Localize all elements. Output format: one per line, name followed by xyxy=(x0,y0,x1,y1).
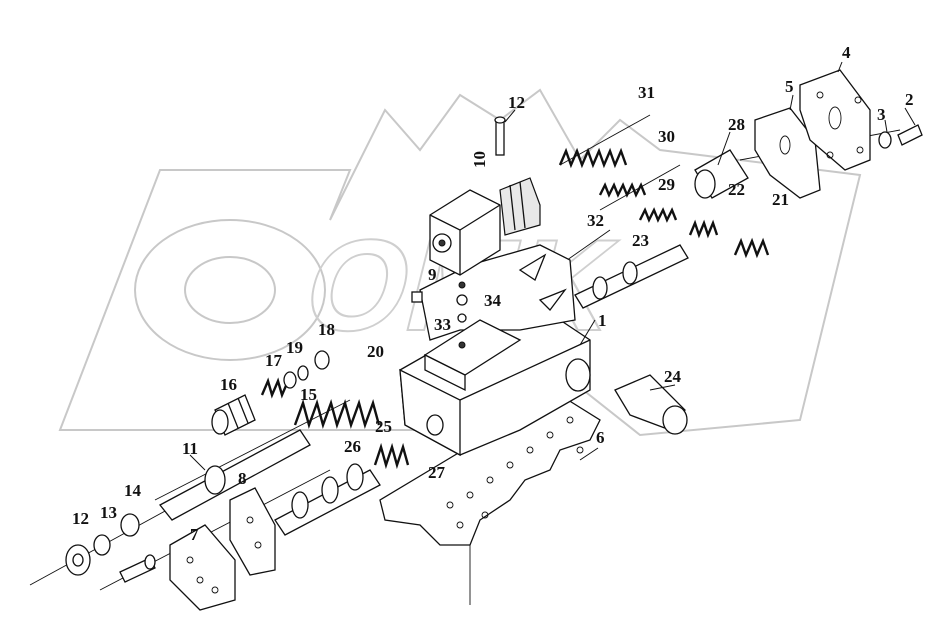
spring-25 xyxy=(373,442,410,470)
part-26-spool xyxy=(274,463,381,536)
label-2: 2 xyxy=(905,90,914,109)
label-22: 22 xyxy=(728,180,745,199)
label-24: 24 xyxy=(664,367,682,386)
spring-30 xyxy=(598,182,647,198)
label-19: 19 xyxy=(286,338,303,357)
part-23-spool xyxy=(574,244,689,309)
part-5-gasket xyxy=(754,107,821,199)
label-34: 34 xyxy=(484,291,502,310)
label-33: 33 xyxy=(434,315,451,334)
part-12-cap xyxy=(65,544,91,576)
label-10: 10 xyxy=(470,151,489,168)
part-3-washer xyxy=(878,131,892,149)
label-23: 23 xyxy=(632,231,649,250)
part-34-ball xyxy=(456,281,468,323)
label-27: 27 xyxy=(428,463,446,482)
part-bolt xyxy=(119,554,156,583)
spring-20 xyxy=(293,399,381,429)
label-31: 31 xyxy=(638,83,655,102)
part-9-plug xyxy=(411,291,423,303)
label-32: 32 xyxy=(587,211,604,230)
spring-21 xyxy=(733,237,770,259)
label-11: 11 xyxy=(182,439,198,458)
part-33-cover-plate xyxy=(423,319,522,392)
label-14: 14 xyxy=(124,481,142,500)
part-28-sleeve xyxy=(694,149,749,199)
label-17: 17 xyxy=(265,351,283,370)
spring-22 xyxy=(688,219,719,239)
label-15: 15 xyxy=(300,385,317,404)
part-8-gasket xyxy=(229,487,276,576)
part-24-plug xyxy=(614,374,688,435)
label-18: 18 xyxy=(318,320,335,339)
label-12-top: 12 xyxy=(508,93,525,112)
label-12-bottom: 12 xyxy=(72,509,89,528)
part-7-end-cover xyxy=(169,524,236,611)
part-12-top-screw xyxy=(494,116,506,156)
part-13-washer xyxy=(93,534,111,556)
label-21: 21 xyxy=(772,190,789,209)
label-5: 5 xyxy=(785,77,794,96)
part-14-washer xyxy=(120,513,140,537)
label-26: 26 xyxy=(344,437,361,456)
label-1: 1 xyxy=(598,311,607,330)
label-6: 6 xyxy=(596,428,605,447)
label-30: 30 xyxy=(658,127,675,146)
label-4: 4 xyxy=(842,43,851,62)
spring-29 xyxy=(638,207,678,223)
part-16-sleeve xyxy=(211,394,256,436)
label-3: 3 xyxy=(877,105,886,124)
label-20: 20 xyxy=(367,342,384,361)
label-7: 7 xyxy=(190,525,199,544)
part-10-solenoid xyxy=(429,177,541,276)
part-19-ring xyxy=(297,365,309,381)
part-2-bolt xyxy=(897,124,923,146)
label-28: 28 xyxy=(728,115,745,134)
label-29: 29 xyxy=(658,175,675,194)
part-15-washer xyxy=(283,371,297,389)
label-25: 25 xyxy=(375,417,392,436)
spring-17 xyxy=(260,377,290,399)
part-labels: 1 2 3 4 5 6 7 8 9 10 11 12 12 13 14 15 1… xyxy=(72,43,914,544)
label-16: 16 xyxy=(220,375,237,394)
label-9: 9 xyxy=(428,265,437,284)
label-leaders xyxy=(189,61,916,471)
label-8: 8 xyxy=(238,469,247,488)
label-13: 13 xyxy=(100,503,117,522)
part-18-washer xyxy=(314,350,330,370)
part-11-shaft xyxy=(159,429,311,521)
spring-31 xyxy=(558,147,628,169)
part-4-cover xyxy=(799,69,871,171)
